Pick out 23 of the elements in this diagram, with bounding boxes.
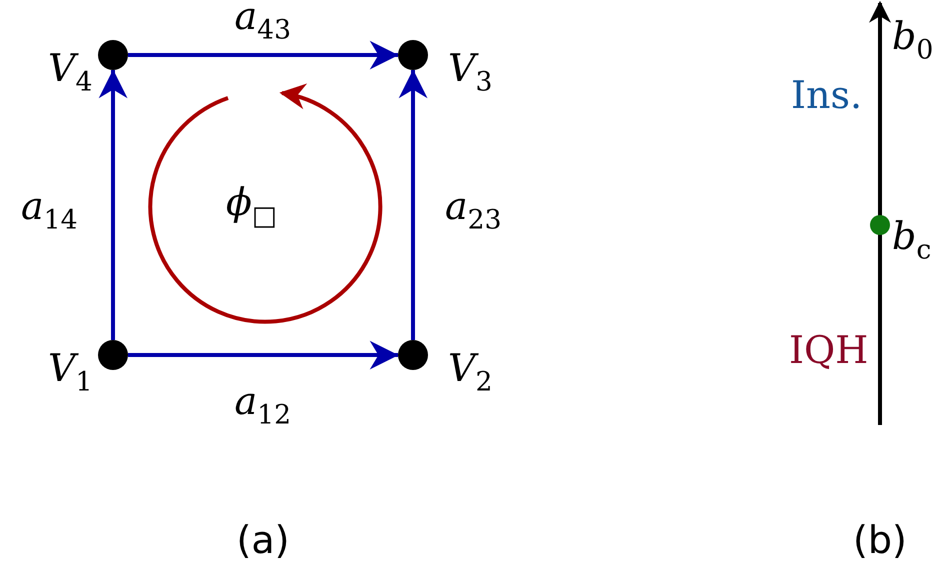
edge-label: a$_{43}$ <box>234 0 291 44</box>
vertex-dot <box>398 340 428 370</box>
arrow <box>98 69 128 340</box>
arrow <box>128 40 399 70</box>
axis-label: b$_{c}$ <box>892 216 932 264</box>
axis-label: b$_{0}$ <box>892 16 934 64</box>
vertex-label: V$_{1}$ <box>48 348 92 396</box>
flux-label: ϕ$_{□}$ <box>226 182 278 230</box>
edge-label: a$_{14}$ <box>21 186 78 234</box>
vertex-dot <box>398 40 428 70</box>
phase-label: IQH <box>789 331 868 369</box>
edge-label: a$_{23}$ <box>445 186 502 234</box>
panel-label: (a) <box>236 521 290 559</box>
edge-label: a$_{12}$ <box>234 382 291 428</box>
vertex-label: V$_{2}$ <box>448 348 492 396</box>
vertex-dot <box>98 340 128 370</box>
arrow <box>128 340 399 370</box>
arrow <box>398 69 428 340</box>
vertex-label: V$_{4}$ <box>48 48 92 96</box>
vertex-dot <box>98 40 128 70</box>
vertex-label: V$_{3}$ <box>448 48 492 96</box>
phase-label: Ins. <box>791 76 862 114</box>
panel-label: (b) <box>853 521 907 559</box>
